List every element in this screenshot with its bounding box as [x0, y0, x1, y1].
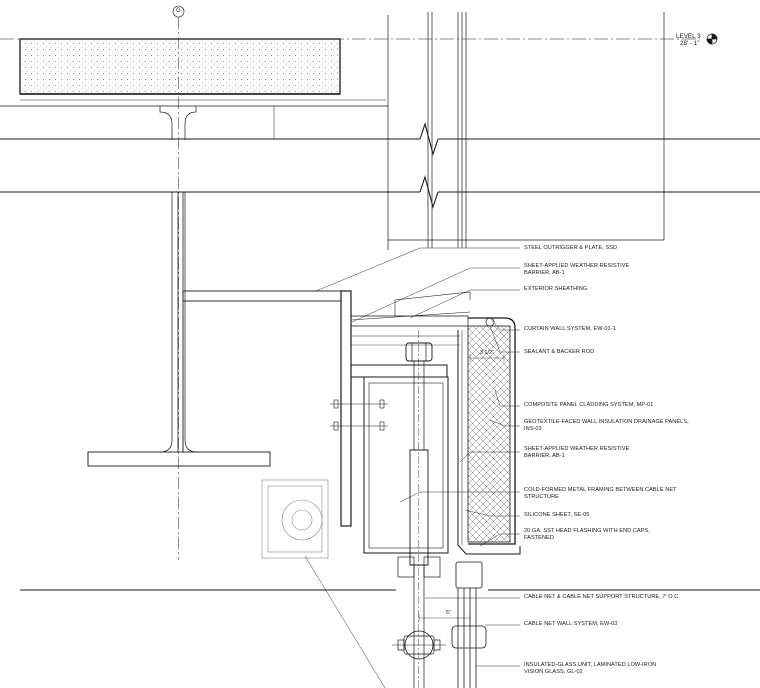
note-head-flashing: 20 GA. SST HEAD FLASHING WITH END CAPS, … [524, 528, 650, 542]
dimension-joint [469, 354, 505, 362]
dimension-cable-label: 5" [446, 610, 451, 616]
steel-column-below [87, 192, 271, 467]
note-steel-outrigger: STEEL OUTRIGGER & PLATE, SSD [524, 245, 618, 251]
note-cable-net-structure: CABLE NET & CABLE NET SUPPORT STRUCTURE,… [524, 594, 680, 600]
grid-line-g [172, 5, 185, 560]
note-curtain-wall: CURTAIN WALL SYSTEM, EW-01-1 [524, 326, 616, 332]
note-sealant: SEALANT & BACKER ROD [524, 349, 595, 355]
concrete-slab [19, 38, 386, 101]
leader-lines [304, 247, 520, 688]
note-cable-net-wall: CABLE NET WALL SYSTEM, EW-03 [524, 621, 618, 627]
composite-panel-cladding [457, 317, 521, 555]
steel-beam-section [0, 105, 388, 140]
note-silicone-sheet: SILICONE SHEET, SE-05 [524, 512, 590, 518]
note-composite-panel: COMPOSITE PANEL CLADDING SYSTEM, MP-01 [524, 402, 654, 408]
note-cold-formed-framing: COLD-FORMED METAL FRAMING BETWEEN CABLE … [524, 487, 677, 501]
dimension-joint-label: 3 1/2" [480, 350, 494, 356]
cable-net-rod [405, 330, 433, 688]
curtain-wall-above [273, 12, 665, 250]
note-weather-barrier-1: SHEET-APPLIED WEATHER RESISTIVE BARRIER,… [524, 263, 630, 277]
note-weather-barrier-2: SHEET-APPLIED WEATHER RESISTIVE BARRIER,… [524, 446, 630, 460]
level-name: LEVEL 3 [676, 33, 701, 40]
break-lines [0, 122, 760, 209]
exterior-sheathing [350, 291, 471, 346]
note-insulated-glass: INSULATED-GLASS UNIT, LAMINATED LOW-IRON… [524, 662, 657, 676]
mep-ghost-element [261, 479, 329, 559]
glass-unit [451, 561, 487, 688]
note-insulation-panels: GEOTEXTILE-FACED WALL INSULATION DRAINAG… [524, 419, 689, 433]
cable-clamp [392, 556, 446, 660]
grid-bubble-label: G [176, 8, 181, 14]
backer-rod [485, 317, 495, 327]
level-elevation: 28' - 1" [680, 40, 700, 47]
cold-formed-framing [363, 376, 449, 554]
bolt-group [330, 399, 388, 431]
note-exterior-sheathing: EXTERIOR SHEATHING [524, 286, 588, 292]
dimension-cable [418, 614, 471, 622]
